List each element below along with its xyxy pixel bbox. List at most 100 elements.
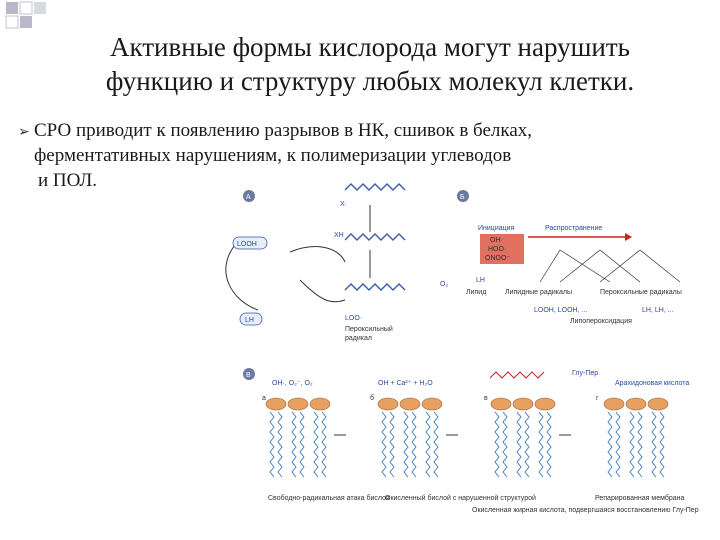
lipid-tail xyxy=(651,411,657,478)
label-xh: XH xyxy=(334,232,344,239)
square-grid-icon xyxy=(5,1,46,29)
lipid-tail xyxy=(494,411,500,478)
lipid-tail xyxy=(277,411,283,478)
label-initiation: Инициация xyxy=(478,225,515,232)
lipid-head xyxy=(421,397,443,411)
label-looh-line: LOOH, LOOH, ... xyxy=(534,307,587,314)
badge-c xyxy=(243,368,255,380)
panel-c: В OH·, O₂⁻, O₂ OH + Ca²⁺ + H₂O Глу-Пер А… xyxy=(243,368,699,514)
bullet-line-2: ферментативных нарушениям, к полимеризац… xyxy=(34,145,512,166)
title-line-2: функцию и структуру любых молекул клетки… xyxy=(105,66,635,96)
lipid-tail xyxy=(637,411,643,478)
panel-b: Б Инициация Распространение OH· HOO· ONO… xyxy=(457,190,682,325)
badge-a xyxy=(243,190,255,202)
lipid-tail xyxy=(546,411,552,478)
label-peroxyl: Пероксильный xyxy=(345,325,393,333)
lipid-tail xyxy=(269,411,275,478)
label-step-b: б xyxy=(370,394,374,402)
lipid-head xyxy=(625,397,647,411)
bullet-text: СРО приводит к появлению разрывов в НК, … xyxy=(34,118,694,193)
initiator-box xyxy=(480,234,524,264)
label-oh: OH· xyxy=(490,237,503,244)
caption-4: Репарированная мембрана xyxy=(595,494,685,502)
branching-lines xyxy=(539,249,681,283)
lipid-tail xyxy=(615,411,621,478)
lipid-head xyxy=(377,397,399,411)
label-peroxyl-2: радикал xyxy=(345,335,372,342)
label-lipid-radicals: Липидные радикалы xyxy=(505,289,572,296)
lipid-tail xyxy=(403,411,409,478)
cycle-arc-1 xyxy=(299,279,346,303)
label-o2: O₂ xyxy=(440,281,448,288)
label-lipid: Липид xyxy=(466,289,486,296)
lipid-tail xyxy=(411,411,417,478)
lipid-tail xyxy=(629,411,635,478)
fatty-chain-bottom xyxy=(344,283,406,291)
label-onoo: ONOO⁻ xyxy=(485,255,510,262)
caption-2: Окисленный бислой с нарушенной структуро… xyxy=(385,494,536,502)
lipid-head xyxy=(265,397,287,411)
label-hoo: HOO· xyxy=(488,246,506,253)
label-arachidonic: Арахидоновая кислота xyxy=(615,380,689,387)
lipid-tail xyxy=(524,411,530,478)
lipid-head xyxy=(287,397,309,411)
label-step-d: г xyxy=(596,395,599,402)
lipid-tail xyxy=(313,411,319,478)
fatty-chain-mid xyxy=(344,233,406,241)
arrow-bullet-icon: ➢ xyxy=(18,124,30,140)
bullet-line-1: СРО приводит к появлению разрывов в НК, … xyxy=(34,120,533,141)
caption-3: Окисленная жирная кислота, подвергшаяся … xyxy=(472,507,699,514)
badge-b-label: Б xyxy=(460,194,465,201)
lipid-tail xyxy=(389,411,395,478)
lipid-tail xyxy=(433,411,439,478)
lipid-tail xyxy=(381,411,387,478)
label-lh-line: LH, LH, ... xyxy=(642,307,674,314)
panel-a: A X· XH O₂ LOOH LH LOO· Пероксильный рад… xyxy=(225,183,448,342)
label-x-radical: X· xyxy=(340,201,347,208)
badge-a-label: A xyxy=(246,194,251,201)
lipid-head xyxy=(534,397,556,411)
lipid-tail xyxy=(502,411,508,478)
slide-title: Активные формы кислорода могут нарушить … xyxy=(40,30,700,98)
bullet-line-3: и ПОЛ. xyxy=(38,170,98,191)
lipid-tail xyxy=(516,411,522,478)
title-line-1: Активные формы кислорода могут нарушить xyxy=(109,32,630,62)
lipid-tail xyxy=(538,411,544,478)
lh-box xyxy=(239,312,263,326)
label-step-a: а xyxy=(262,395,266,402)
label-metals: OH + Ca²⁺ + H₂O xyxy=(378,380,433,387)
label-looh: LOOH xyxy=(237,241,257,248)
propagation-arrowhead xyxy=(625,233,632,241)
label-step-c: в xyxy=(484,395,488,402)
lipid-head xyxy=(512,397,534,411)
caption-1: Свободно-радикальная атака бислоя xyxy=(268,494,390,502)
fatty-chain-top xyxy=(344,183,406,191)
badge-c-label: В xyxy=(246,372,251,379)
looh-box xyxy=(232,236,268,250)
lipid-tail xyxy=(607,411,613,478)
label-loo: LOO· xyxy=(345,315,362,322)
label-propagation: Распространение xyxy=(545,225,602,232)
lipid-tail xyxy=(321,411,327,478)
label-b-lh: LH xyxy=(476,277,485,284)
lipid-head xyxy=(647,397,669,411)
label-lh: LH xyxy=(245,317,254,324)
lipid-head xyxy=(399,397,421,411)
label-lipid-peroxidation: Липопероксидация xyxy=(570,318,632,325)
label-agents: OH·, O₂⁻, O₂ xyxy=(272,380,313,387)
lipid-head xyxy=(309,397,331,411)
cycle-arc-2 xyxy=(225,244,259,311)
badge-b xyxy=(457,190,469,202)
lipid-head xyxy=(490,397,512,411)
lipid-tail xyxy=(659,411,665,478)
cycle-arc-3 xyxy=(289,246,346,263)
membranes xyxy=(265,397,669,478)
lipid-head xyxy=(603,397,625,411)
lipid-tail xyxy=(299,411,305,478)
lipid-tail xyxy=(425,411,431,478)
label-glu-per: Глу-Пер xyxy=(572,370,598,377)
lipid-tail xyxy=(291,411,297,478)
label-peroxyl-radicals: Пероксильные радикалы xyxy=(600,289,682,296)
red-chain xyxy=(489,371,545,379)
